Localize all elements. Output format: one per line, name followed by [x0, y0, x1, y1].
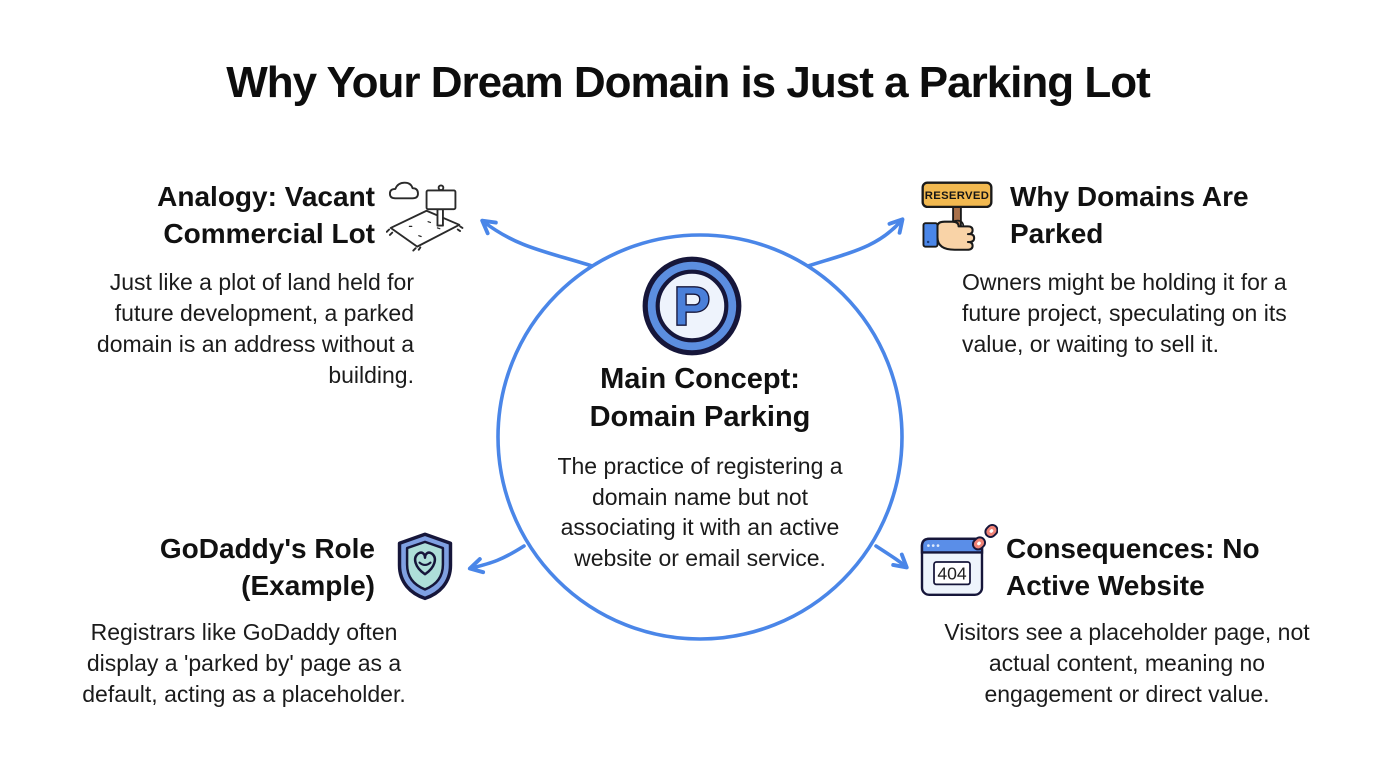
center-heading-line1: Main Concept: — [600, 363, 800, 395]
body-godaddy-role: Registrars like GoDaddy often display a … — [82, 619, 406, 707]
center-body: The practice of registering a domain nam… — [557, 453, 843, 571]
body-consequences: Visitors see a placeholder page, not act… — [944, 619, 1310, 707]
heading-line: Why Domains Are — [1010, 181, 1249, 212]
arrow-bottom-right — [874, 544, 909, 570]
body-analogy-vacant-lot: Just like a plot of land held for future… — [96, 269, 414, 388]
heading-consequences: Consequences: No Active Website — [1006, 530, 1326, 604]
error-404-label: 404 — [937, 564, 967, 584]
heading-line: Analogy: Vacant — [157, 181, 375, 212]
heading-godaddy-role: GoDaddy's Role (Example) — [60, 530, 375, 604]
reserved-sign-icon: RESERVED — [918, 176, 996, 258]
reserved-sign-label: RESERVED — [925, 190, 989, 202]
vacant-lot-icon — [386, 174, 464, 260]
heading-analogy-vacant-lot: Analogy: Vacant Commercial Lot — [60, 178, 375, 252]
broken-link-glyph — [971, 523, 998, 551]
arrow-top-right — [806, 217, 905, 268]
heading-line: Active Website — [1006, 570, 1205, 601]
error-404-page-icon: 404 — [918, 523, 998, 609]
body-why-domains-parked: Owners might be holding it for a future … — [962, 269, 1287, 357]
heading-line: (Example) — [241, 570, 375, 601]
heading-line: GoDaddy's Role — [159, 533, 375, 564]
center-heading-line2: Domain Parking — [589, 401, 811, 433]
heading-line: Parked — [1010, 218, 1104, 249]
heading-line: Consequences: No — [1006, 533, 1260, 564]
page-title: Why Your Dream Domain is Just a Parking … — [226, 58, 1151, 107]
center-heading: Main Concept: Domain Parking — [520, 360, 880, 436]
parking-p-letter: P — [674, 277, 710, 337]
godaddy-shield-icon — [394, 526, 456, 606]
arrow-top-left — [480, 218, 594, 268]
main-concept-circle — [496, 233, 904, 641]
arrow-bottom-left — [467, 544, 526, 575]
heading-line: Commercial Lot — [163, 218, 375, 249]
parking-p-icon: P — [640, 254, 744, 358]
heading-why-domains-parked: Why Domains Are Parked — [1010, 178, 1330, 252]
